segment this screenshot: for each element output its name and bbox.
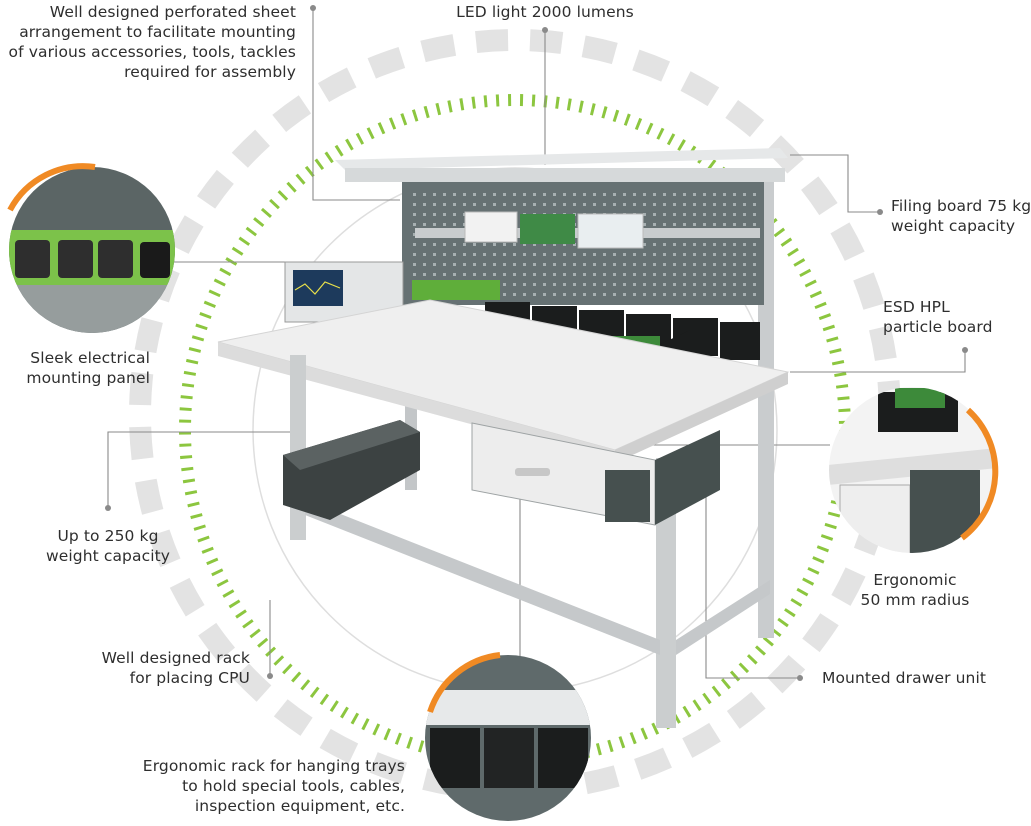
detail-ergonomic-radius xyxy=(829,387,999,553)
callout-cpu-rack: Well designed rack for placing CPU xyxy=(101,649,250,687)
callout-weight-capacity: Up to 250 kg weight capacity xyxy=(45,527,171,565)
callout-filing-board: Filing board 75 kg weight capacity xyxy=(891,197,1031,235)
callout-perforated-sheet: Well designed perforated sheet arrangeme… xyxy=(8,3,296,81)
callout-drawer-unit: Mounted drawer unit xyxy=(822,669,987,687)
leader-dots xyxy=(105,5,968,681)
callout-hanging-trays: Ergonomic rack for hanging trays to hold… xyxy=(142,757,405,815)
detail-electrical-panel xyxy=(7,163,175,333)
callout-electrical-panel: Sleek electrical mounting panel xyxy=(26,349,150,387)
callout-ergonomic-radius: Ergonomic 50 mm radius xyxy=(860,571,970,609)
callout-led-light: LED light 2000 lumens xyxy=(456,3,634,21)
callout-esd-board: ESD HPL particle board xyxy=(883,298,993,336)
workbench xyxy=(217,148,790,728)
detail-hanging-trays xyxy=(425,652,591,821)
